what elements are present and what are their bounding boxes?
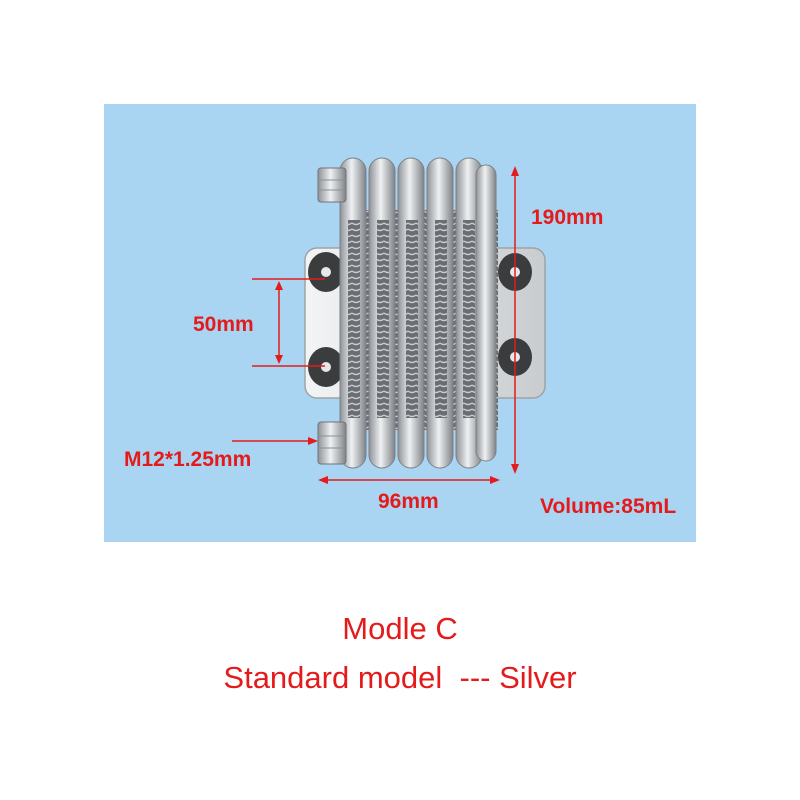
dimension-height-line: [511, 166, 519, 474]
height-dimension-label: 190mm: [531, 206, 604, 229]
volume-label: Volume:85mL: [540, 495, 677, 518]
model-caption: Modle C: [342, 611, 458, 646]
dimension-hole-spacing-line: [252, 278, 325, 367]
top-fitting: [317, 167, 347, 203]
cooler-fin-strips: [348, 220, 475, 418]
width-dimension-label: 96mm: [378, 490, 439, 513]
thread-spec-label: M12*1.25mm: [124, 448, 252, 471]
bottom-fitting: [317, 421, 347, 465]
variant-caption: Standard model --- Silver: [223, 660, 577, 695]
dimension-thread-pointer: [232, 437, 318, 445]
hole-spacing-dimension-label: 50mm: [193, 313, 254, 336]
dimension-width-line: [318, 476, 500, 484]
